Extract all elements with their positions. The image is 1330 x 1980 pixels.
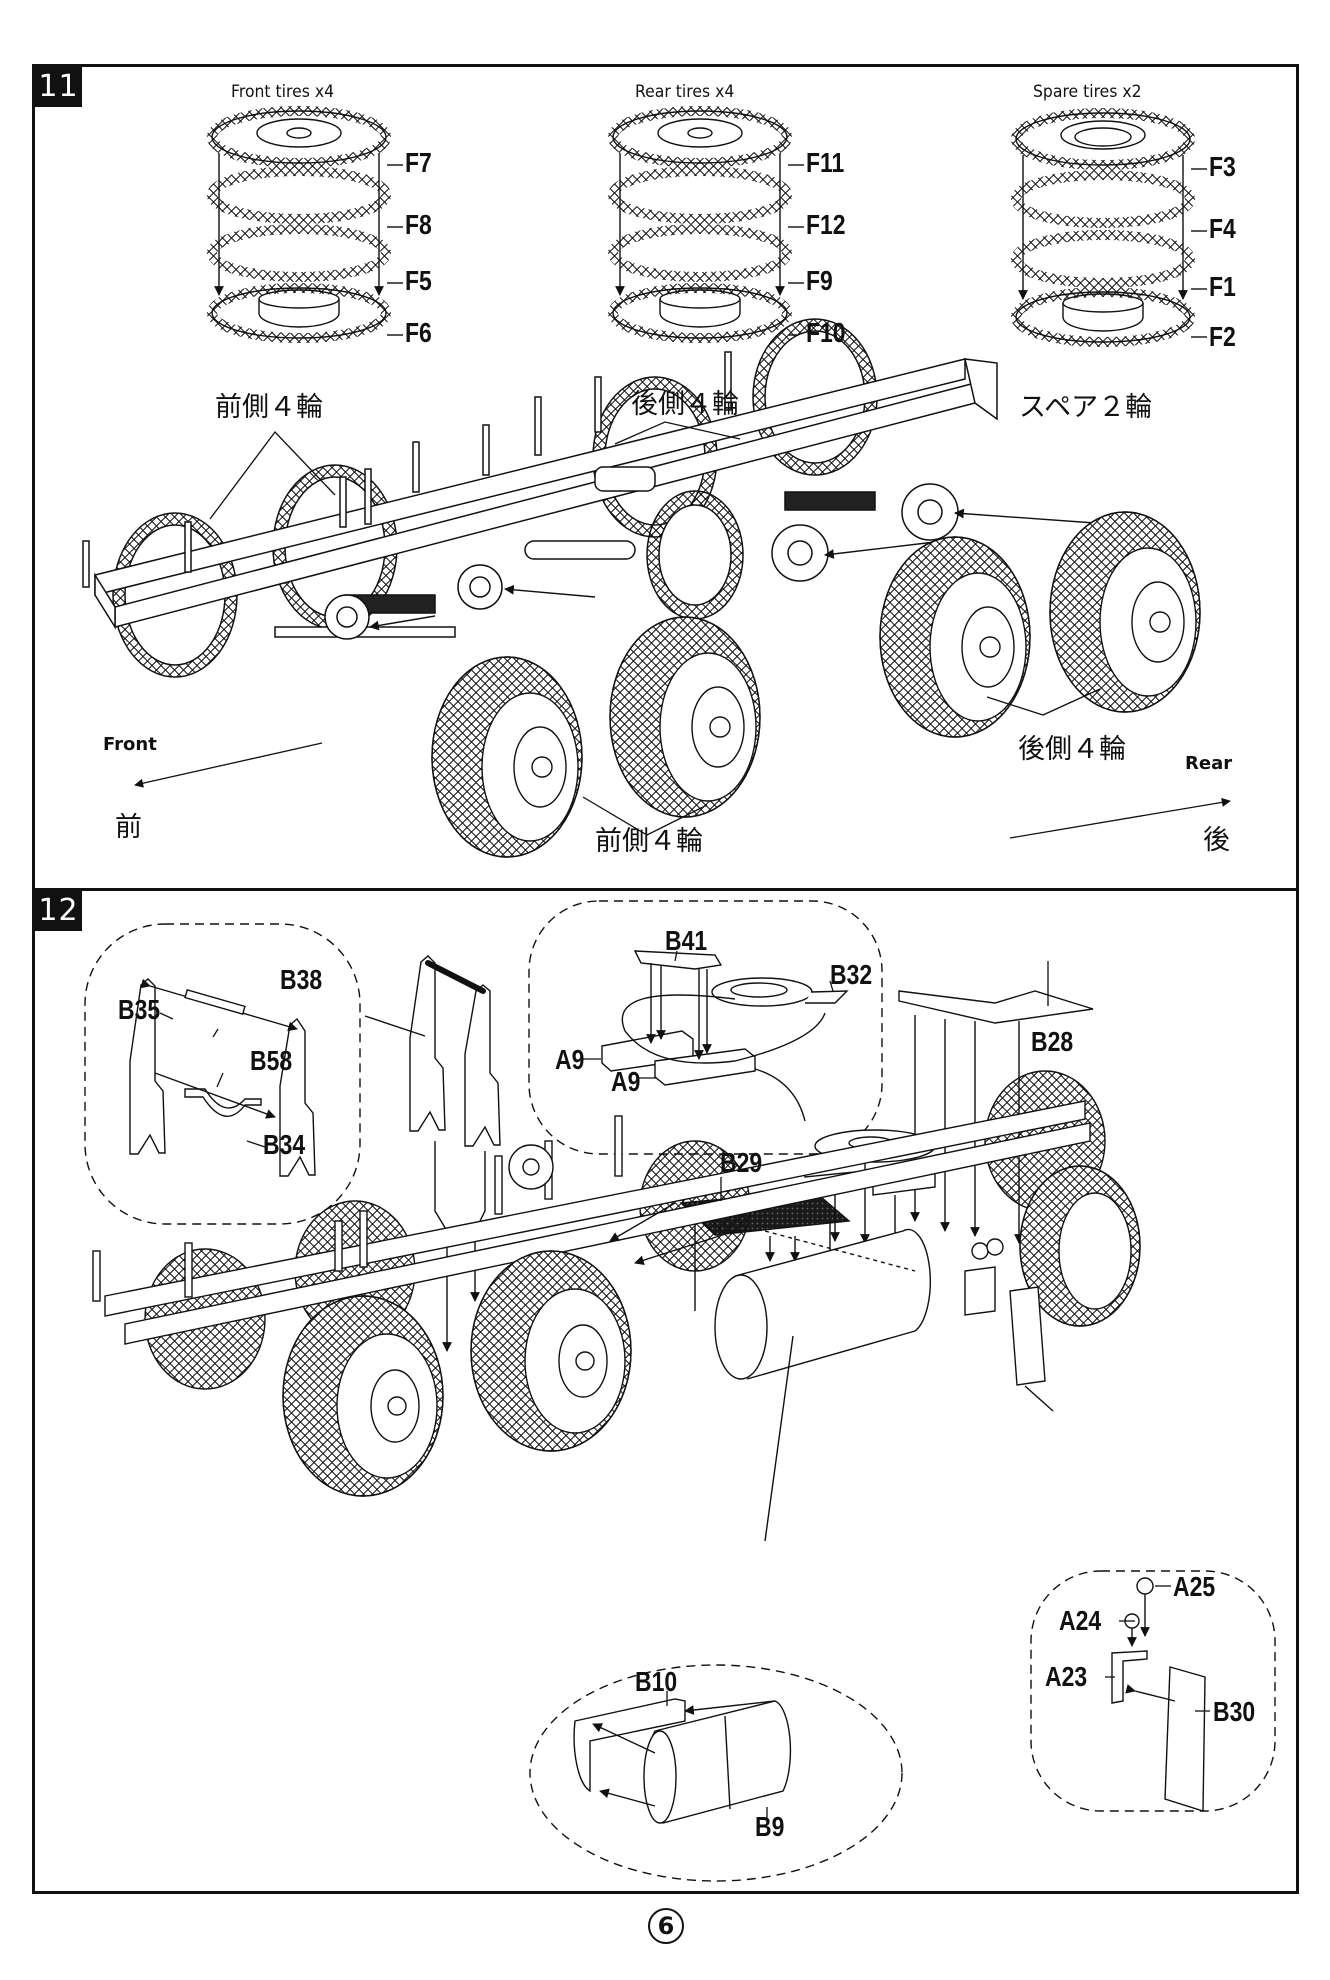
part-label: F7 <box>405 147 432 178</box>
part-label-a23: A23 <box>1045 1661 1088 1692</box>
part-label-a25: A25 <box>1173 1571 1216 1602</box>
part-label-b38: B38 <box>280 964 323 995</box>
stanchion-callout <box>84 923 361 1225</box>
part-label-b58: B58 <box>250 1045 293 1076</box>
loose-wheels <box>369 508 1201 858</box>
front-tires-caption: Front tires x4 <box>231 82 335 102</box>
rear-direction-label: Rear <box>1185 753 1233 774</box>
part-label: F11 <box>806 147 845 178</box>
b28-part <box>898 990 1094 1024</box>
spare-tire-stack <box>1011 108 1207 347</box>
fuel-tank <box>734 1228 932 1380</box>
part-label-b9: B9 <box>755 1811 785 1842</box>
front-wheels-jp-caption: 前側４輪 <box>215 392 323 423</box>
part-label: F12 <box>806 209 846 240</box>
part-label: F8 <box>405 209 432 240</box>
rear-direction-jp: 後 <box>1203 825 1230 856</box>
spare-wheels-jp-caption: スペア２輪 <box>1019 392 1153 423</box>
part-label-b32: B32 <box>830 959 873 990</box>
front-tire-stack <box>207 106 403 343</box>
part-label-a24: A24 <box>1059 1605 1102 1636</box>
step-number: 11 <box>35 67 82 107</box>
part-label: F1 <box>1209 271 1236 302</box>
b34-part <box>279 1017 316 1177</box>
chassis-front-wheels-label: 前側４輪 <box>595 826 703 857</box>
front-direction-label: Front <box>103 734 157 755</box>
part-label: F5 <box>405 265 432 296</box>
step-11-illustration <box>82 106 1231 858</box>
part-label: F2 <box>1209 321 1236 352</box>
b35-part <box>129 978 166 1155</box>
chassis-rear-wheels-label: 後側４輪 <box>1018 734 1126 765</box>
part-label-b34: B34 <box>263 1129 306 1160</box>
step-12-illustration <box>84 900 1276 1882</box>
chassis-frame <box>82 318 998 678</box>
part-label: F10 <box>806 317 846 348</box>
part-label-b10: B10 <box>635 1666 678 1697</box>
part-label-b35: B35 <box>118 994 161 1025</box>
rear-tire-stack <box>608 106 804 343</box>
part-label-b28: B28 <box>1031 1026 1074 1057</box>
part-label: F3 <box>1209 151 1236 182</box>
part-label-b29: B29 <box>720 1147 763 1178</box>
leader-lines <box>134 421 1231 839</box>
front-direction-jp: 前 <box>115 812 142 843</box>
part-label-a9: A9 <box>555 1044 585 1075</box>
a9-part-2 <box>654 1048 756 1086</box>
spare-tires-caption: Spare tires x2 <box>1033 82 1142 102</box>
step-12-panel: 12 <box>32 888 1299 1894</box>
b41-part <box>633 950 723 970</box>
mudflap-callout <box>1030 1570 1276 1812</box>
part-label: F6 <box>405 317 432 348</box>
part-label-b30: B30 <box>1213 1696 1256 1727</box>
step-number: 12 <box>35 891 82 931</box>
rear-tires-caption: Rear tires x4 <box>635 82 735 102</box>
tank-callout <box>529 1664 903 1882</box>
page-number: 6 <box>648 1908 684 1944</box>
rear-wheels-jp-caption: 後側４輪 <box>631 389 739 420</box>
part-label: F9 <box>806 265 833 296</box>
part-label: F4 <box>1209 213 1236 244</box>
part-label-a9-2: A9 <box>611 1066 641 1097</box>
step-11-panel: 11 <box>32 64 1299 891</box>
part-label-b41: B41 <box>665 925 708 956</box>
